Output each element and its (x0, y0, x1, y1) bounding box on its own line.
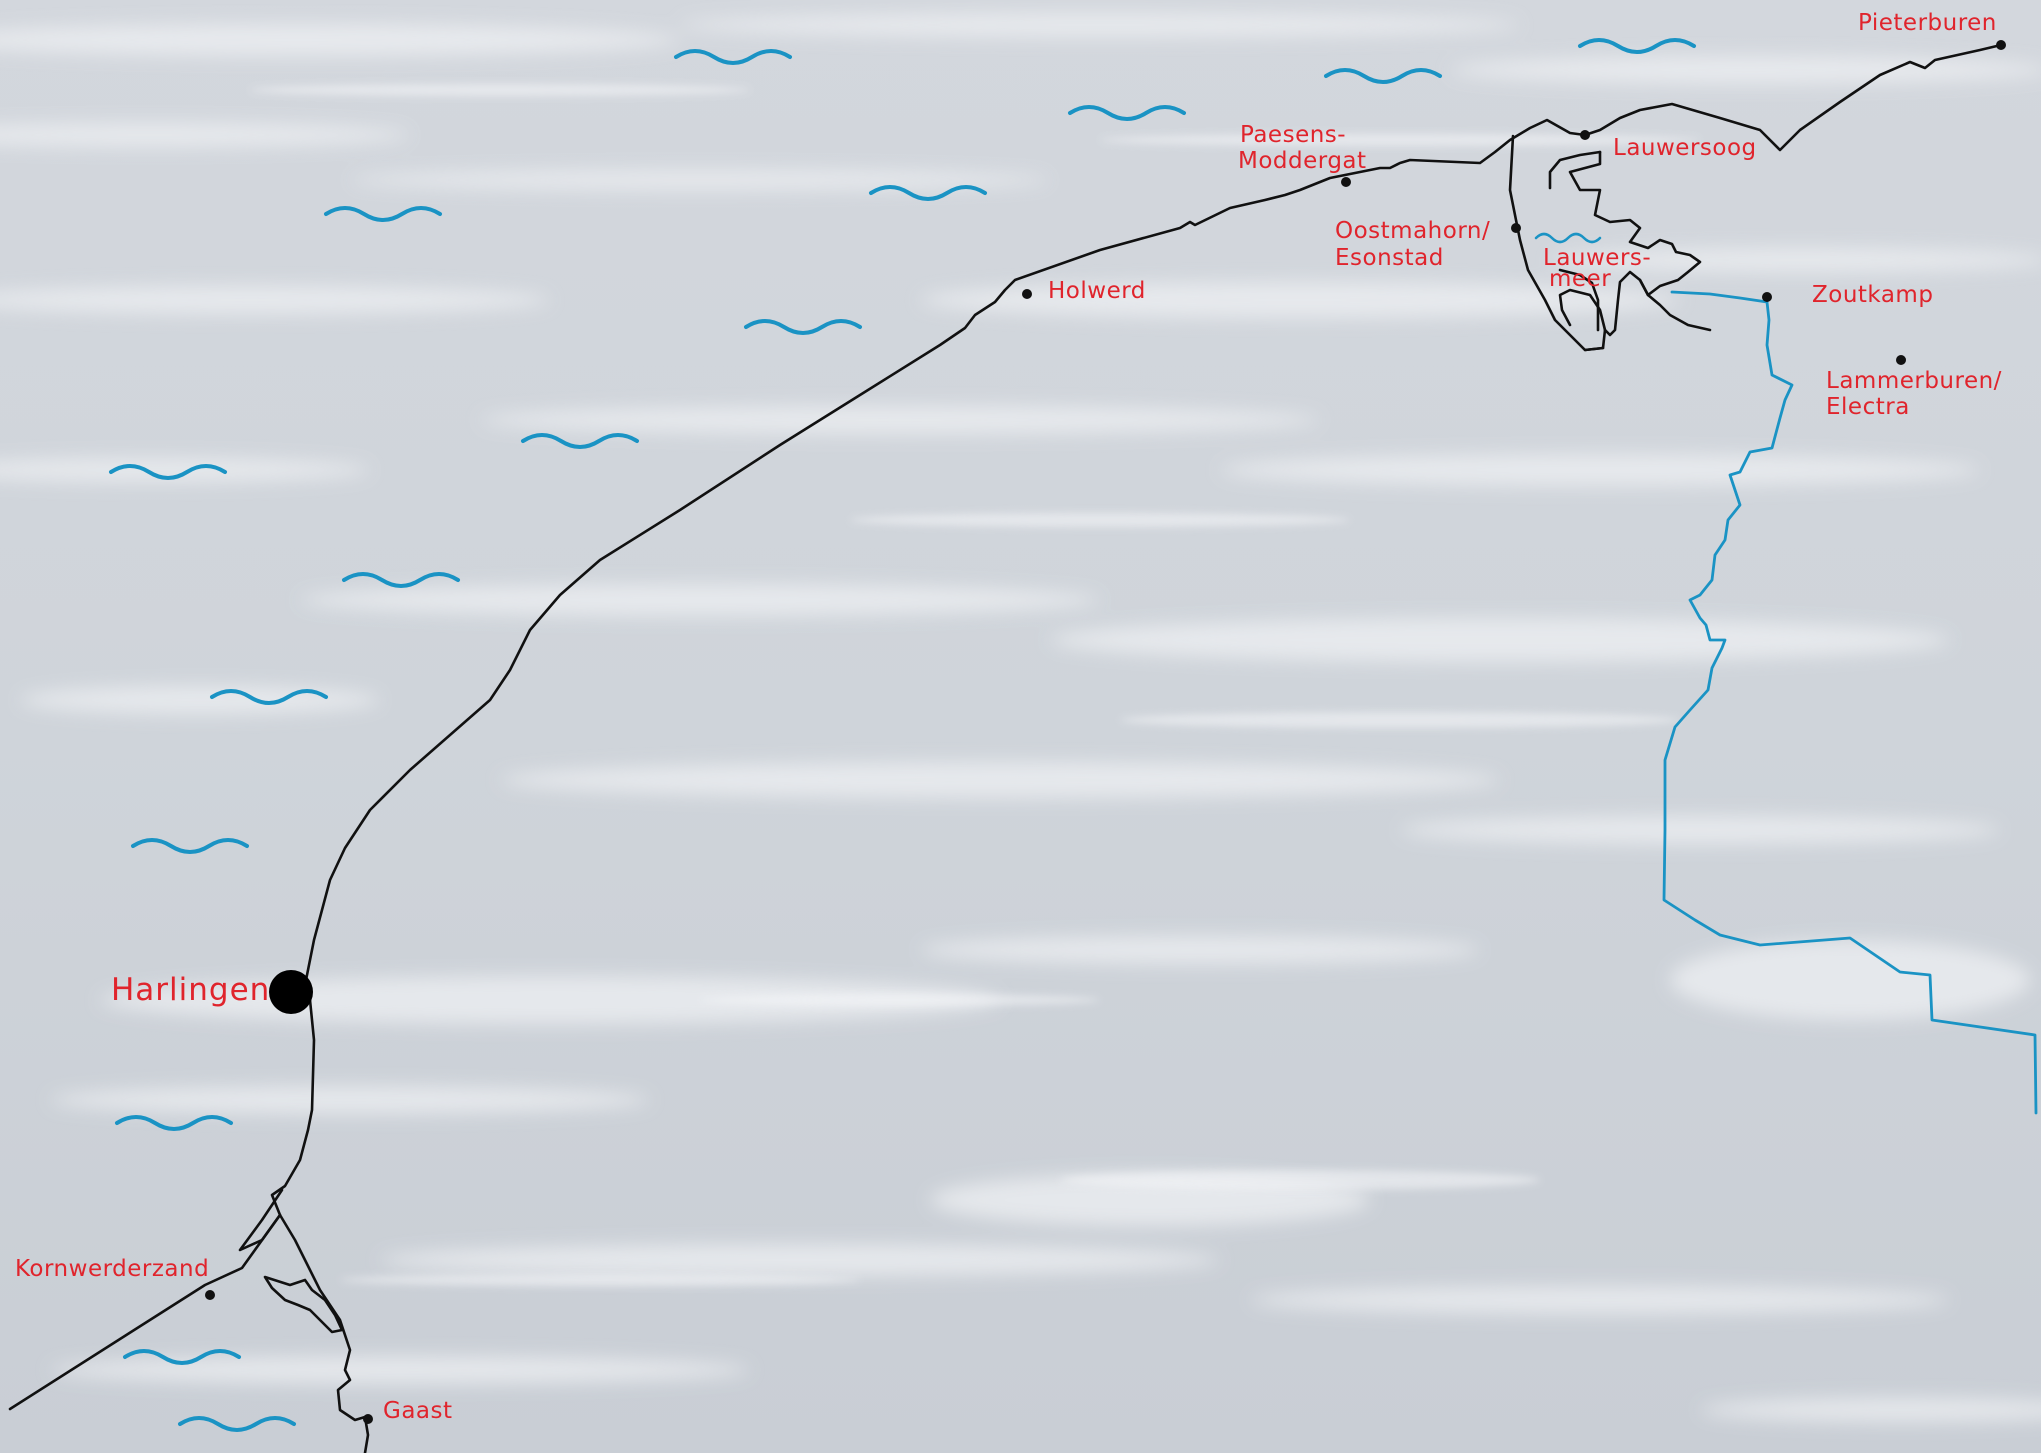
dot-icon (269, 970, 313, 1014)
label-paesens-line2: Moddergat (1238, 148, 1367, 174)
wave-icon (210, 689, 328, 705)
dot-icon (1996, 40, 2006, 50)
wave-icon (178, 1416, 296, 1432)
wave-icon (342, 572, 460, 588)
wave-icon (1534, 232, 1602, 244)
place-markers (205, 40, 2006, 1424)
label-holwerd: Holwerd (1048, 278, 1146, 304)
label-oostmahorn-line2: Esonstad (1335, 245, 1444, 271)
dot-icon (1896, 355, 1906, 365)
label-zoutkamp: Zoutkamp (1812, 282, 1933, 308)
label-lauwersmeer-line2: meer (1549, 266, 1611, 292)
label-gaast: Gaast (383, 1398, 453, 1424)
wave-icon (324, 206, 442, 222)
dot-icon (1022, 289, 1032, 299)
place-labels: Pieterburen Lauwersoog Paesens- Modderga… (15, 10, 2002, 1424)
label-lauwersmeer-line1: Lauwers- (1543, 245, 1651, 271)
label-pieterburen: Pieterburen (1858, 10, 1997, 36)
label-lammerburen-line2: Electra (1826, 394, 1910, 420)
dot-icon (1511, 223, 1521, 233)
dot-icon (1341, 177, 1351, 187)
wave-icon (1324, 68, 1442, 84)
wave-icon (1578, 38, 1696, 54)
dot-icon (363, 1414, 373, 1424)
label-lauwersoog: Lauwersoog (1613, 135, 1757, 161)
wave-icon (123, 1349, 241, 1365)
wave-icon (869, 185, 987, 201)
wave-icon (521, 433, 639, 449)
label-harlingen: Harlingen (111, 972, 270, 1008)
label-oostmahorn-line1: Oostmahorn/ (1335, 218, 1490, 244)
wave-icon (109, 464, 227, 480)
wave-icon (744, 319, 862, 335)
label-paesens-line1: Paesens- (1240, 122, 1346, 148)
dot-icon (1580, 130, 1590, 140)
wave-icon (1068, 105, 1186, 121)
water-symbols (109, 38, 1696, 1432)
wave-icon (674, 49, 792, 65)
dot-icon (205, 1290, 215, 1300)
dot-icon (1762, 292, 1772, 302)
label-lammerburen-line1: Lammerburen/ (1826, 368, 2002, 394)
province-border (1662, 290, 2038, 1115)
wave-icon (115, 1115, 233, 1131)
label-kornwerderzand: Kornwerderzand (15, 1256, 209, 1282)
wave-icon (131, 838, 249, 854)
